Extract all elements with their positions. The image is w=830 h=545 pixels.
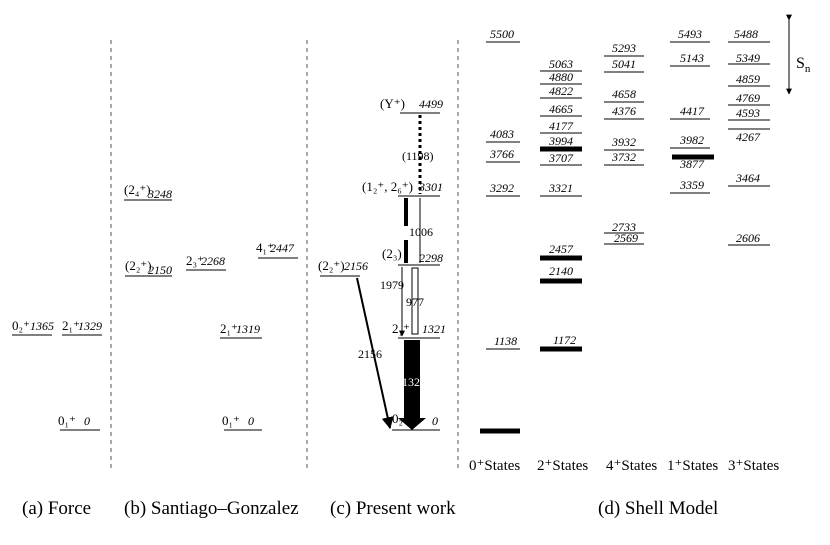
panel-santiago: (2₄⁺) 3248 (2₂⁺) 2150 2₃⁺ 2268 4₁⁺ 2447 … (124, 182, 298, 431)
panel-shell-model: 5500 4083 3766 3292 1138 5063 4880 4822 … (469, 14, 811, 474)
sm-energy: 3292 (489, 181, 514, 195)
sm-energy: 4822 (549, 84, 573, 98)
sm-energy: 4658 (612, 87, 636, 101)
sm-energy: 4376 (612, 104, 636, 118)
sm-energy: 4769 (736, 91, 760, 105)
sm-energy: 4880 (549, 70, 573, 84)
state-column-label: 2⁺States (537, 458, 588, 474)
present-energy: 1321 (422, 322, 446, 336)
state-column-label: 4⁺States (606, 458, 657, 474)
santiago-energy: 3248 (147, 187, 172, 201)
santiago-spin: 0₁⁺ (222, 413, 240, 428)
sm-energy: 2457 (549, 242, 574, 256)
sm-energy: 3707 (548, 151, 574, 165)
sm-energy: 4267 (736, 130, 761, 144)
santiago-energy: 0 (248, 414, 254, 428)
force-energy: 1329 (78, 319, 102, 333)
present-spin: 2₁⁺ (392, 321, 410, 336)
sn-label: Sn (796, 55, 811, 75)
transition-977-arrow (411, 267, 419, 335)
panel-title: (b) Santiago–Gonzalez (124, 498, 299, 519)
sm-energy: 5493 (678, 27, 702, 41)
panel-present-work: (Y⁺) 4499 (1₂⁺, 2₆⁺) 3301 (2₃) 2298 (2₂⁺… (318, 96, 446, 431)
present-energy: 2298 (419, 251, 443, 265)
present-spin: (2₂⁺) (318, 258, 345, 273)
sm-energy: 3932 (611, 135, 636, 149)
sm-energy: 5041 (612, 57, 636, 71)
transition-label: 1321 (402, 375, 426, 389)
panel-force: 0₂⁺ 1365 2₁⁺ 1329 0₁⁺ 0 (12, 318, 102, 431)
state-column-label: 0⁺States (469, 458, 520, 474)
sm-energy: 2606 (736, 231, 760, 245)
sm-energy: 3359 (679, 178, 704, 192)
sm-energy: 5488 (734, 27, 758, 41)
transition-label: 2156 (358, 347, 382, 361)
panel-title: (c) Present work (330, 498, 456, 519)
state-column-label: 3⁺States (728, 458, 779, 474)
panel-title: (d) Shell Model (598, 498, 718, 519)
transition-2156-arrow (356, 277, 394, 430)
sm-energy: 3321 (548, 181, 573, 195)
sm-energy: 5293 (612, 41, 636, 55)
transition-label: 977 (406, 295, 424, 309)
force-spin: 2₁⁺ (62, 318, 80, 333)
sm-energy: 3766 (489, 147, 514, 161)
sm-energy: 2733 (612, 220, 636, 234)
force-energy: 1365 (30, 319, 54, 333)
santiago-energy: 2447 (270, 241, 295, 255)
santiago-spin: 4₁⁺ (256, 240, 274, 255)
sm-energy: 1138 (494, 334, 517, 348)
transition-label: 1006 (409, 225, 433, 239)
sm-energy: 3982 (679, 133, 704, 147)
santiago-spin: 2₁⁺ (220, 321, 238, 336)
force-energy: 0 (84, 414, 90, 428)
transition-label: (1198) (402, 149, 434, 163)
force-spin: 0₁⁺ (58, 413, 76, 428)
santiago-energy: 2150 (148, 263, 172, 277)
sm-energy: 3464 (735, 171, 760, 185)
sm-energy: 4417 (680, 104, 705, 118)
present-spin: (2₃) (382, 246, 402, 261)
present-energy: 3301 (418, 180, 443, 194)
state-column-label: 1⁺States (667, 458, 718, 474)
sm-energy: 4083 (490, 127, 514, 141)
sm-energy: 4665 (549, 102, 573, 116)
sm-energy: 2569 (614, 231, 638, 245)
present-spin: (Y⁺) (380, 96, 405, 111)
sm-energy: 3877 (679, 157, 705, 171)
present-energy: 4499 (419, 97, 443, 111)
transition-label: 1979 (380, 278, 404, 292)
sm-energy: 3994 (548, 134, 573, 148)
transition-1321-arrow (398, 340, 426, 430)
santiago-spin: (2₂⁺) (125, 258, 152, 273)
sm-energy: 4593 (736, 106, 760, 120)
force-spin: 0₂⁺ (12, 318, 30, 333)
sm-energy: 5349 (736, 51, 760, 65)
sm-energy: 2140 (549, 264, 573, 278)
sm-energy: 5500 (490, 27, 514, 41)
sm-energy: 5143 (680, 51, 704, 65)
sm-energy: 1172 (553, 333, 576, 347)
sm-energy: 5063 (549, 57, 573, 71)
sm-energy: 4859 (736, 72, 760, 86)
panel-title: (a) Force (22, 498, 91, 519)
sm-energy: 4177 (549, 119, 574, 133)
santiago-spin: (2₄⁺) (124, 182, 151, 197)
santiago-spin: 2₃⁺ (186, 253, 204, 268)
present-energy: 2156 (344, 259, 368, 273)
sm-energy: 3732 (611, 150, 636, 164)
santiago-energy: 1319 (236, 322, 260, 336)
present-spin: (1₂⁺, 2₆⁺) (362, 179, 413, 194)
present-energy: 0 (432, 414, 438, 428)
santiago-energy: 2268 (201, 254, 225, 268)
